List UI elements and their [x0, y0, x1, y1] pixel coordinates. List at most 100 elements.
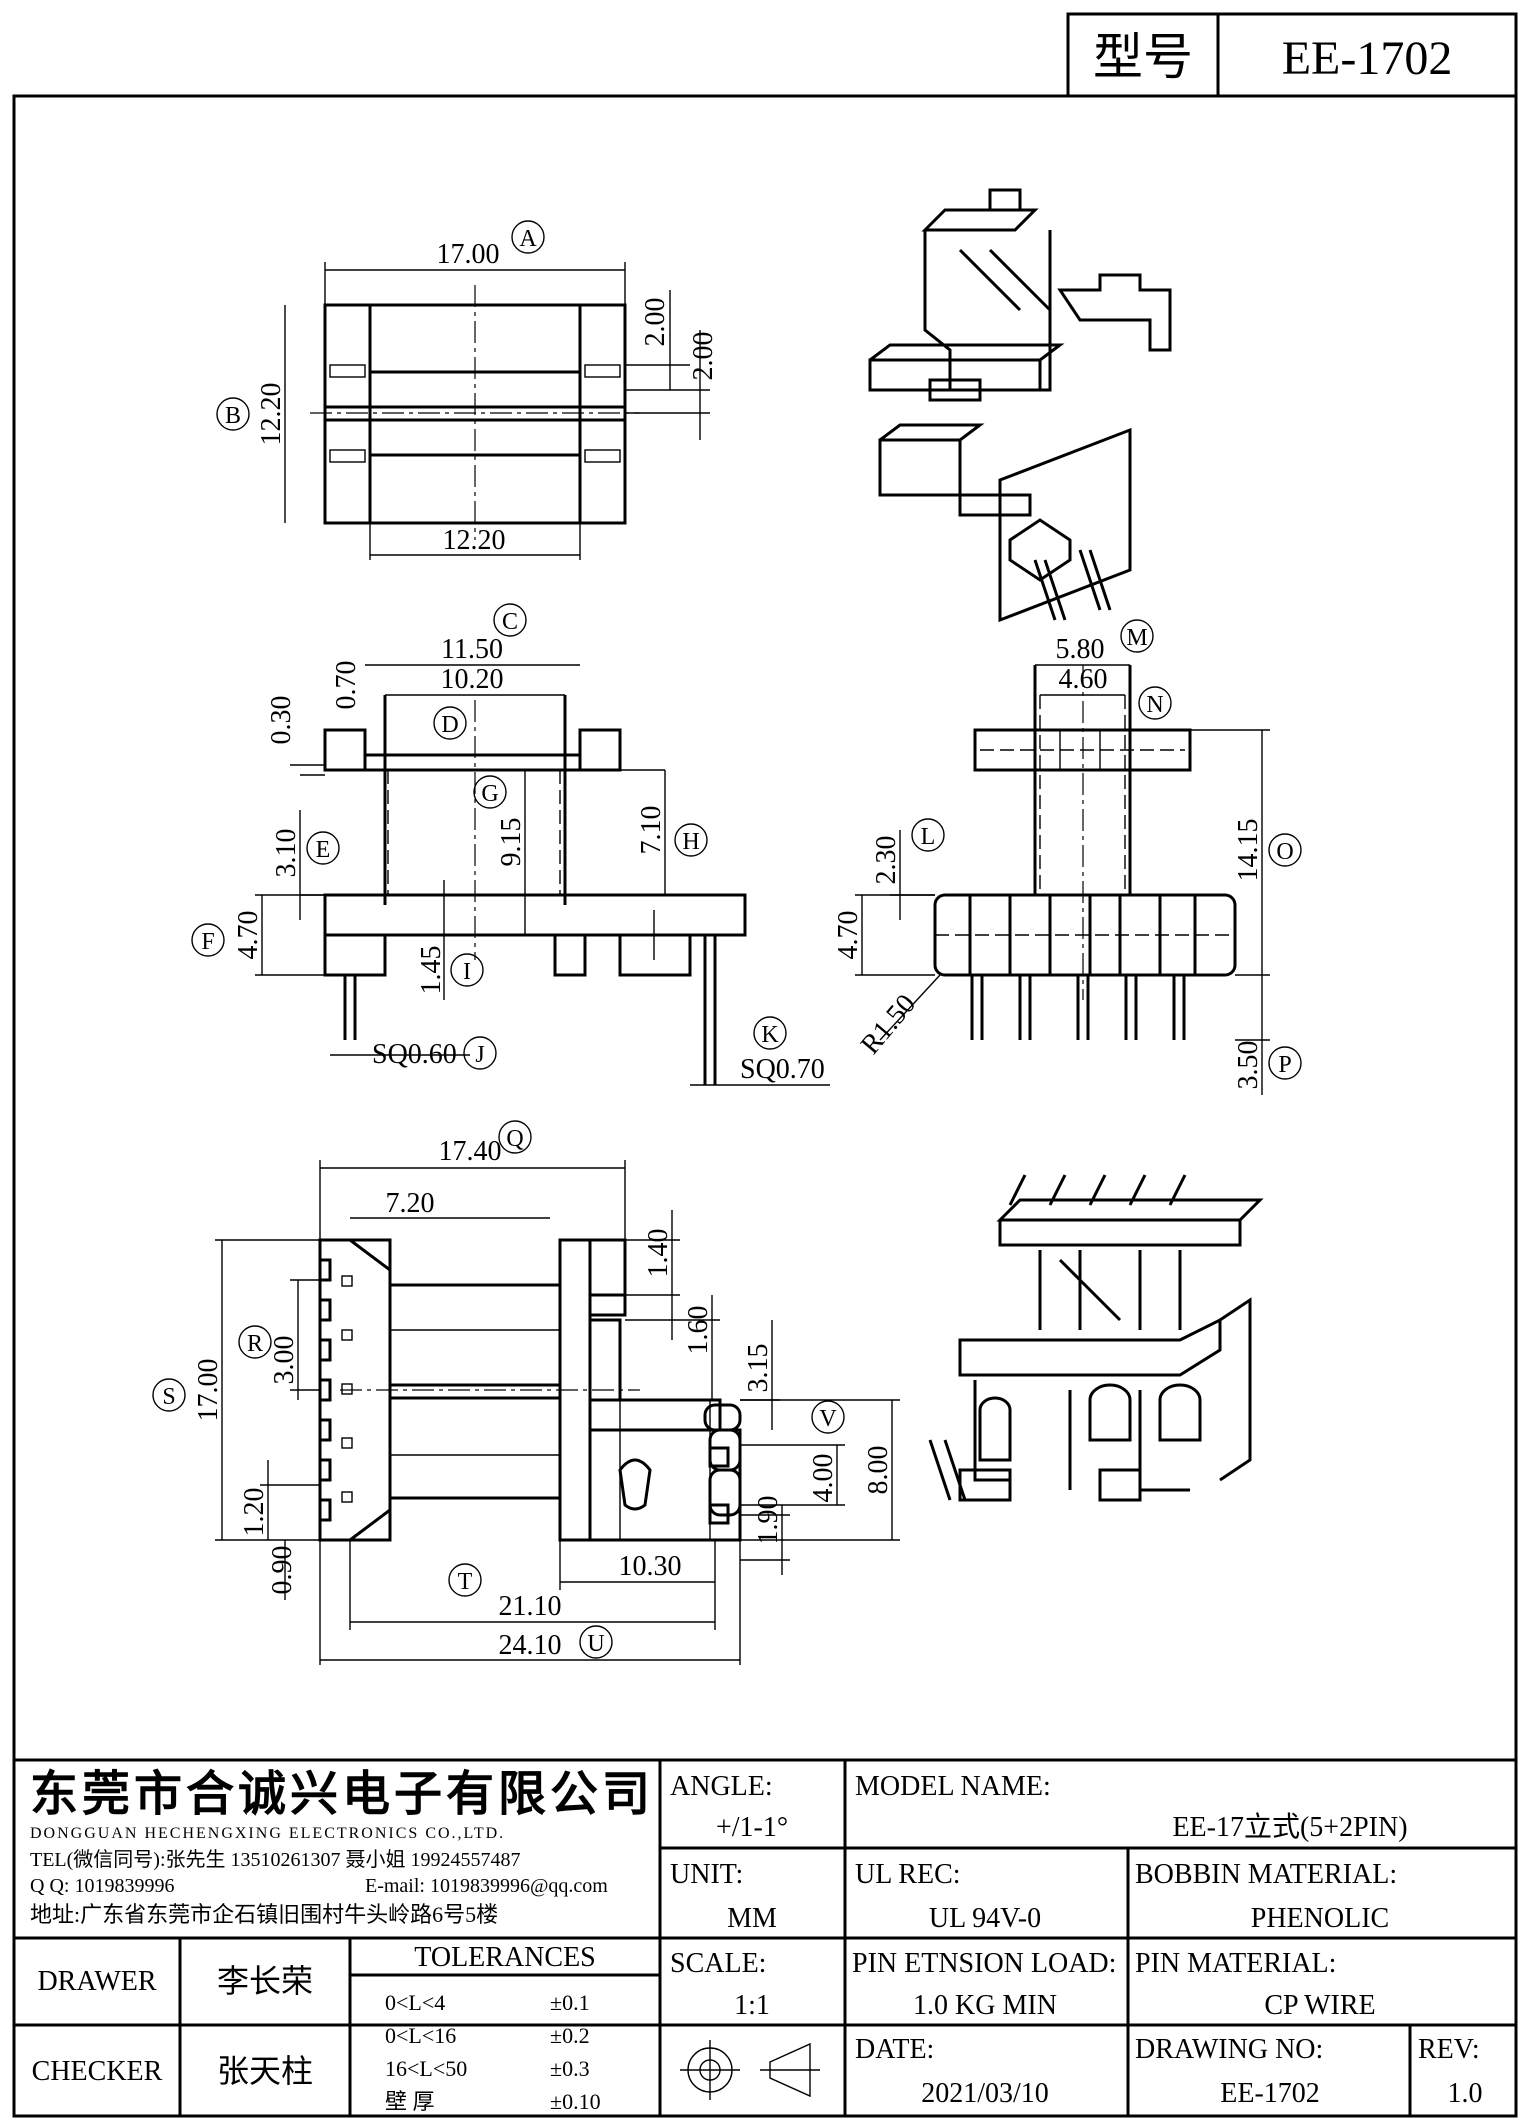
bottom-view: 17.40 Q 7.20 17.00 S 3.00 R 1.20 0.90 1.… — [152, 1120, 900, 1665]
ul-label: UL REC: — [855, 1859, 961, 1890]
tag-j: J — [475, 1042, 484, 1068]
pin-load-label: PIN ETNSION LOAD: — [852, 1948, 1116, 1979]
dim-top-slot2: 2.00 — [688, 332, 719, 381]
dim-pin-gap: 1.45 — [416, 946, 447, 995]
tag-r: R — [247, 1331, 263, 1357]
checker-label: CHECKER — [32, 2056, 163, 2087]
dim-base-step: 3.10 — [271, 829, 302, 878]
dim-top-inner: 12.20 — [443, 525, 506, 556]
dim-top-slot1: 2.00 — [640, 298, 671, 347]
dim-bottom-left: 7.20 — [386, 1188, 435, 1219]
dim-bottom-w1: 10.30 — [619, 1551, 682, 1582]
tag-k: K — [761, 1022, 779, 1048]
scale-value: 1:1 — [734, 1990, 770, 2021]
company-qq: Q Q: 1019839996 — [30, 1875, 174, 1897]
side-view: 5.80 M 4.60 N 14.15 O 2.30 L 4.70 R1.50 … — [833, 619, 1302, 1095]
dim-side-radius: R1.50 — [855, 989, 922, 1061]
dim-bottom-slot: 4.00 — [808, 1454, 839, 1503]
dim-side-step: 2.30 — [871, 836, 902, 885]
tol-value-3: ±0.3 — [550, 2056, 590, 2081]
tag-f: F — [201, 929, 214, 955]
date-label: DATE: — [855, 2034, 934, 2065]
angle-value: +/1-1° — [716, 1812, 788, 1843]
pin-material-label: PIN MATERIAL: — [1135, 1948, 1336, 1979]
tol-range-4: 壁 厚 — [385, 2089, 435, 2114]
drawing-no-value: EE-1702 — [1220, 2078, 1320, 2109]
dim-flange-w: 0.70 — [331, 661, 362, 710]
model-box — [1066, 12, 1518, 98]
tag-p: P — [1278, 1052, 1291, 1078]
dim-side-total: 14.15 — [1233, 819, 1264, 882]
angle-label: ANGLE: — [670, 1771, 773, 1802]
dim-side-pin: 3.50 — [1233, 1041, 1264, 1090]
model-value: EE-1702 — [1282, 32, 1453, 85]
dim-bottom-w3: 24.10 — [499, 1630, 562, 1661]
tag-l: L — [921, 824, 936, 850]
tol-range-3: 16<L<50 — [385, 2056, 467, 2081]
dim-flange-t: 0.30 — [266, 696, 297, 745]
top-view: 17.00 A 12.20 B 12.20 2.00 2.00 — [216, 220, 719, 560]
dim-base-h: 4.70 — [233, 911, 264, 960]
dim-bottom-top1: 1.40 — [643, 1229, 674, 1278]
dim-side-inner: 4.60 — [1059, 664, 1108, 695]
projection-symbol-icon — [680, 2040, 820, 2100]
model-label: 型号 — [1093, 29, 1193, 85]
dim-bottom-top2: 1.60 — [683, 1306, 714, 1355]
company-name-cn: 东莞市合诚兴电子有限公司 — [30, 1768, 654, 1821]
isometric-view-bottom — [928, 1174, 1264, 1502]
tag-n: N — [1146, 692, 1163, 718]
tag-c: C — [502, 609, 518, 635]
drawer-label: DRAWER — [37, 1966, 156, 1997]
dim-side-base: 4.70 — [833, 911, 864, 960]
unit-label: UNIT: — [670, 1859, 743, 1890]
dim-bottom-slot-gap: 1.90 — [753, 1496, 784, 1545]
tag-h: H — [682, 829, 699, 855]
drawer-value: 李长荣 — [217, 1963, 313, 1999]
company-tel: TEL(微信同号):张先生 13510261307 聂小姐 1992455748… — [30, 1848, 521, 1871]
unit-value: MM — [727, 1903, 777, 1934]
company-address: 地址:广东省东莞市企石镇旧围村牛头岭路6号5楼 — [30, 1902, 498, 1927]
dim-top-height: 12.20 — [256, 383, 287, 446]
company-email: E-mail: 1019839996@qq.com — [365, 1875, 608, 1897]
company-name-en: DONGGUAN HECHENGXING ELECTRONICS CO.,LTD… — [30, 1825, 505, 1842]
tol-range-2: 0<L<16 — [385, 2023, 456, 2048]
dim-bottom-pitch: 3.00 — [269, 1336, 300, 1385]
bobbin-material-value: PHENOLIC — [1251, 1903, 1389, 1934]
checker-value: 张天柱 — [217, 2053, 313, 2089]
dim-win-h: 7.10 — [636, 806, 667, 855]
bobbin-material-label: BOBBIN MATERIAL: — [1135, 1859, 1397, 1890]
dim-top-width: 17.00 — [437, 239, 500, 270]
isometric-view-top — [868, 188, 1172, 623]
tag-v: V — [819, 1406, 837, 1432]
tag-e: E — [316, 837, 331, 863]
rev-value: 1.0 — [1448, 2078, 1483, 2109]
dim-bottom-span: 8.00 — [863, 1446, 894, 1495]
tag-b: B — [225, 403, 241, 429]
tag-t: T — [458, 1569, 473, 1595]
drawing-no-label: DRAWING NO: — [1135, 2034, 1323, 2065]
front-view: 11.50 C 10.20 D 0.70 0.30 9.15 G 7.10 H … — [191, 603, 830, 1086]
ul-value: UL 94V-0 — [929, 1903, 1041, 1934]
tag-q: Q — [506, 1126, 523, 1152]
sheet-border — [12, 94, 1518, 2118]
tol-value-4: ±0.10 — [550, 2089, 601, 2114]
tol-value-1: ±0.1 — [550, 1990, 590, 2015]
dim-bottom-height: 17.00 — [193, 1359, 224, 1422]
tol-value-2: ±0.2 — [550, 2023, 590, 2048]
dim-bottom-edge2: 0.90 — [267, 1546, 298, 1595]
pin-material-value: CP WIRE — [1264, 1990, 1375, 2021]
date-value: 2021/03/10 — [921, 2078, 1049, 2109]
dim-bottom-top3: 3.15 — [743, 1344, 774, 1393]
dim-bottom-width: 17.40 — [439, 1136, 502, 1167]
tolerances-title: TOLERANCES — [414, 1942, 596, 1973]
title-block: 东莞市合诚兴电子有限公司 DONGGUAN HECHENGXING ELECTR… — [14, 1758, 1516, 2116]
rev-label: REV: — [1418, 2034, 1480, 2065]
dim-front-outer: 11.50 — [441, 634, 503, 665]
tag-u: U — [587, 1631, 604, 1657]
tag-m: M — [1126, 625, 1147, 651]
dim-front-inner: 10.20 — [441, 664, 504, 695]
dim-bottom-edge: 1.20 — [239, 1488, 270, 1537]
tag-i: I — [463, 959, 471, 985]
tag-o: O — [1276, 839, 1293, 865]
